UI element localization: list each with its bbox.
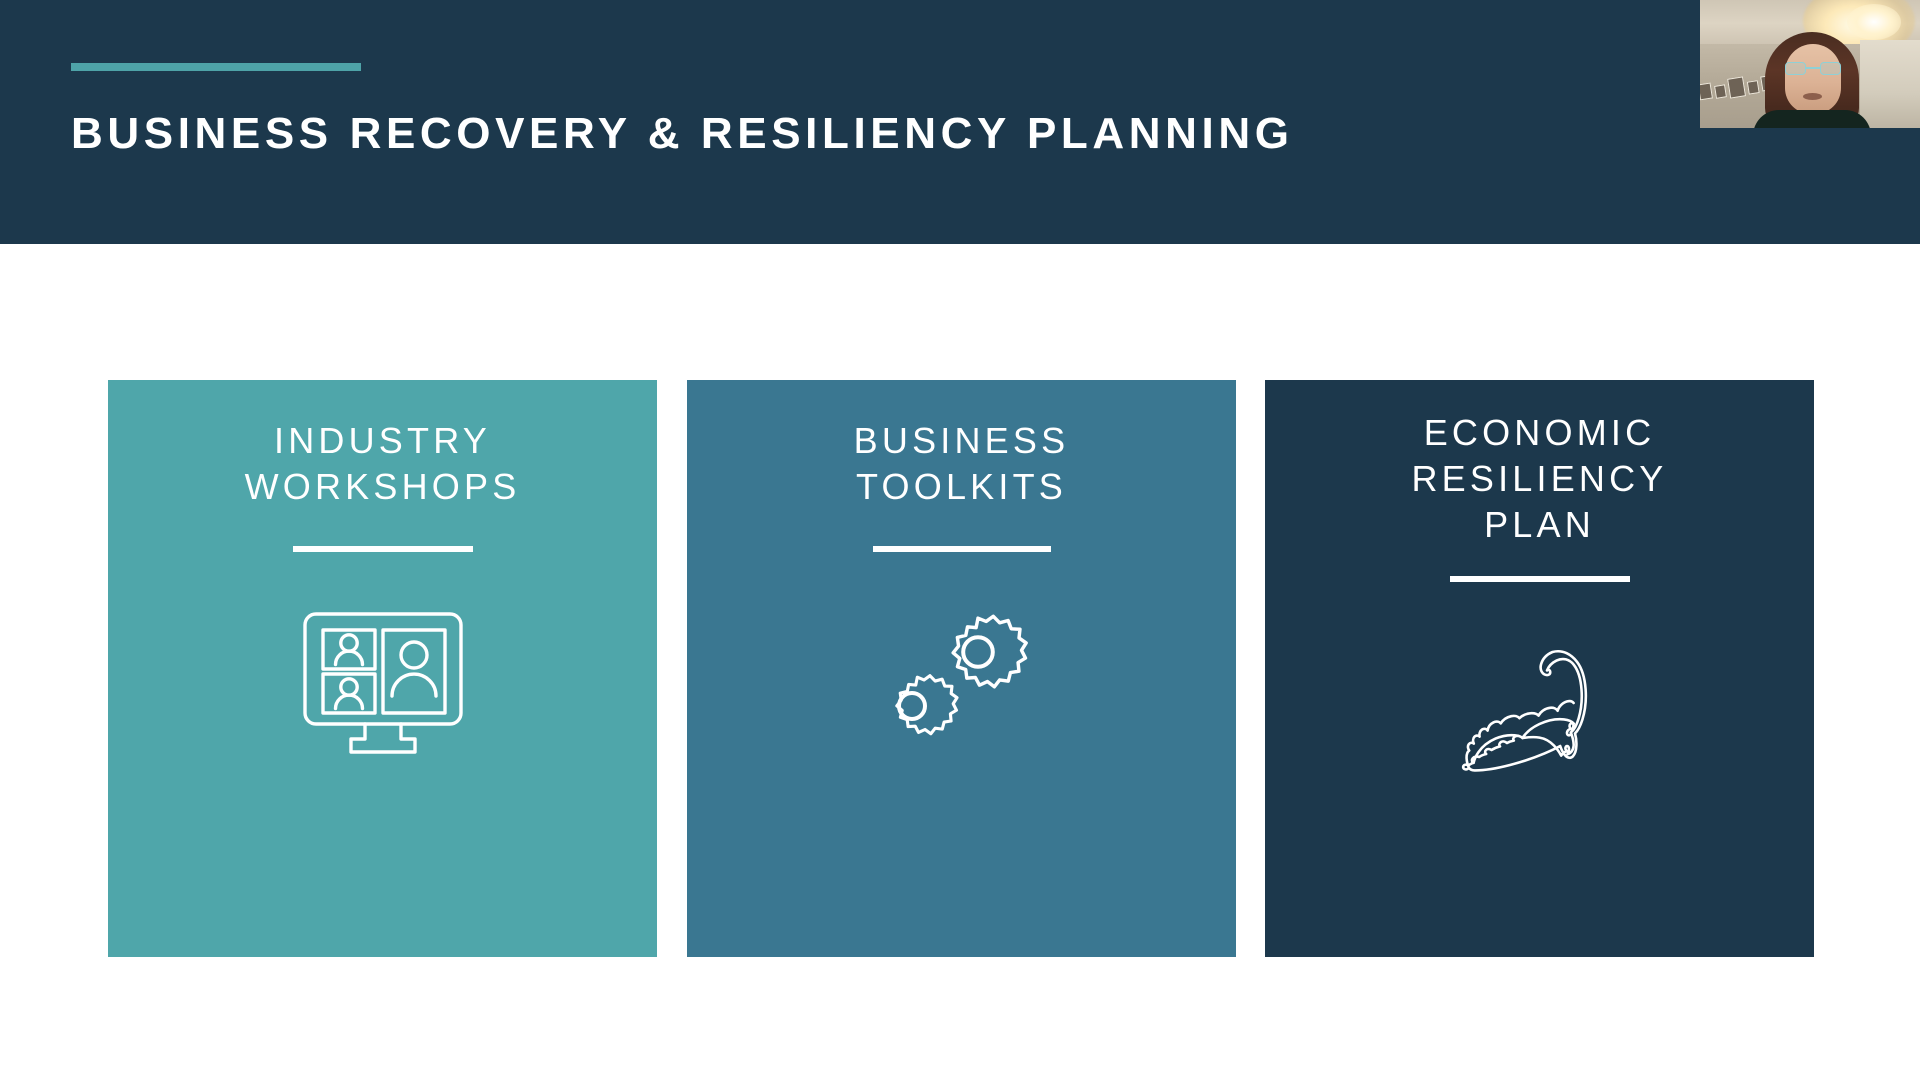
glasses-bridge xyxy=(1806,67,1820,69)
card-title-line-3: PLAN xyxy=(1484,504,1595,546)
webcam-frame xyxy=(1697,0,1920,128)
webcam-left-edge xyxy=(1697,0,1700,128)
card-title-line-2: WORKSHOPS xyxy=(244,466,521,508)
card-title: ECONOMIC RESILIENCY PLAN xyxy=(1265,410,1814,548)
cape-cod-map-icon xyxy=(1435,618,1645,798)
page-title: BUSINESS RECOVERY & RESILIENCY PLANNING xyxy=(71,109,1294,158)
card-title: BUSINESS TOOLKITS xyxy=(687,418,1236,510)
card-title-line-1: INDUSTRY xyxy=(274,420,491,461)
presenter-face xyxy=(1785,44,1841,114)
card-title: INDUSTRY WORKSHOPS xyxy=(108,418,657,510)
card-title-line-1: BUSINESS xyxy=(853,420,1070,461)
presenter-webcam-video[interactable] xyxy=(1697,0,1920,128)
glasses-icon xyxy=(1784,62,1842,75)
card-divider xyxy=(1449,576,1630,583)
video-conference-monitor-icon xyxy=(278,594,488,774)
card-title-line-2: RESILIENCY xyxy=(1411,458,1668,500)
presenter-mouth xyxy=(1803,93,1822,100)
card-industry-workshops[interactable]: INDUSTRY WORKSHOPS xyxy=(108,380,657,957)
header-accent-bar xyxy=(71,63,361,71)
card-economic-resiliency-plan[interactable]: ECONOMIC RESILIENCY PLAN xyxy=(1265,380,1814,957)
card-divider xyxy=(292,546,473,553)
glasses-left-lens xyxy=(1785,62,1806,75)
presenter-torso xyxy=(1753,110,1871,128)
card-title-line-2: TOOLKITS xyxy=(856,466,1067,508)
glasses-right-lens xyxy=(1820,62,1841,75)
webcam-doorway xyxy=(1860,40,1920,128)
card-divider xyxy=(872,546,1051,553)
card-title-line-1: ECONOMIC xyxy=(1423,412,1656,453)
slide-header: BUSINESS RECOVERY & RESILIENCY PLANNING xyxy=(0,0,1920,244)
card-business-toolkits[interactable]: BUSINESS TOOLKITS xyxy=(687,380,1236,957)
ceiling-light-core-icon xyxy=(1847,4,1901,40)
gears-icon xyxy=(857,594,1067,774)
